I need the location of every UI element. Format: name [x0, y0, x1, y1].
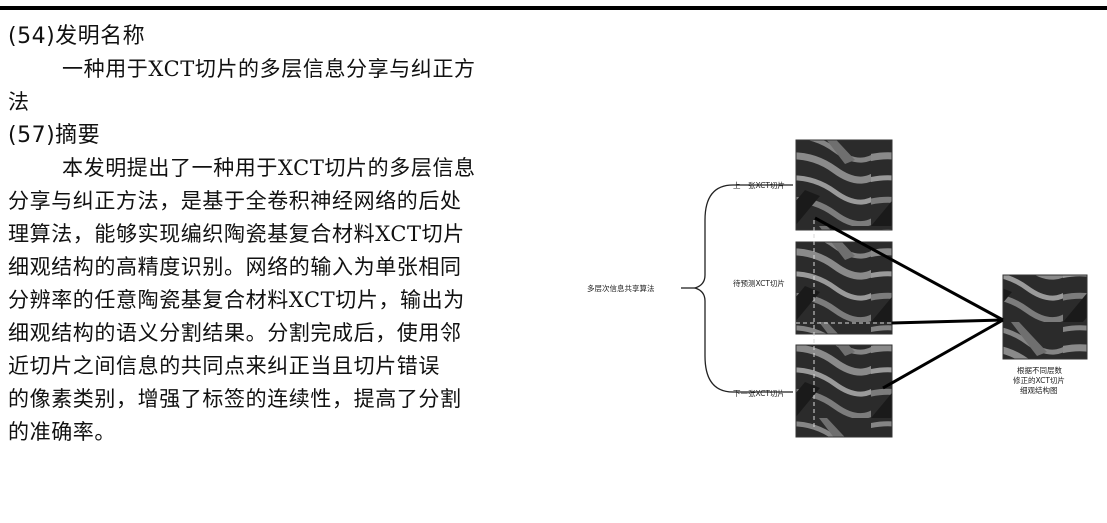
abstract-line: 近切片之间信息的共同点来纠正当且切片错误 — [8, 354, 440, 378]
abstract-line: 分辨率的任意陶瓷基复合材料XCT切片，输出为 — [8, 288, 465, 312]
abstract-line: 理算法，能够实现编织陶瓷基复合材料XCT切片 — [8, 222, 465, 246]
abstract-figure: 多层次信息共享算法 上一张XCT切片 待预测XCT切片 下一张XCT切片 根据不… — [587, 139, 1088, 438]
abstract-heading: (57)摘要 — [8, 123, 101, 148]
predict-slice-label: 待预测XCT切片 — [733, 278, 785, 288]
lower-to-result-line — [882, 318, 1004, 390]
result-label-line: 根据不同层数 — [1017, 365, 1062, 375]
grouping-bracket — [692, 184, 793, 393]
algorithm-label: 多层次信息共享算法 — [587, 283, 655, 293]
result-label-line: 修正的XCT切片 — [1013, 375, 1065, 385]
title-line: 法 — [8, 90, 30, 114]
abstract-text: 本发明提出了一种用于XCT切片的多层信息 分享与纠正方法，是基于全卷积神经网络的… — [8, 152, 548, 449]
abstract-line: 细观结构的高精度识别。网络的输入为单张相同 — [8, 255, 462, 279]
lower-slice-label: 下一张XCT切片 — [733, 388, 785, 398]
upper-slice-image — [795, 139, 893, 231]
result-slice-image — [1002, 274, 1088, 360]
abstract-line: 分享与纠正方法，是基于全卷积神经网络的后处 — [8, 189, 462, 213]
title-line: 一种用于XCT切片的多层信息分享与纠正方 — [62, 57, 476, 81]
invention-title: 一种用于XCT切片的多层信息分享与纠正方 法 — [8, 53, 548, 119]
upper-slice-label: 上一张XCT切片 — [733, 180, 785, 190]
predict-slice-image — [795, 241, 893, 335]
abstract-line: 的准确率。 — [8, 420, 116, 444]
abstract-line: 的像素类别，增强了标签的连续性，提高了分割 — [8, 387, 462, 411]
upper-to-result-line — [814, 216, 1004, 322]
result-label-line: 细观结构图 — [1020, 385, 1058, 395]
abstract-line: 本发明提出了一种用于XCT切片的多层信息 — [62, 156, 476, 180]
abstract-line: 细观结构的语义分割结果。分割完成后，使用邻 — [8, 321, 462, 345]
lower-slice-image — [795, 344, 893, 438]
top-rule — [0, 6, 1107, 10]
invention-title-heading: (54)发明名称 — [8, 24, 146, 49]
bibliographic-text: (54)发明名称 一种用于XCT切片的多层信息分享与纠正方 法 (57)摘要 本… — [8, 20, 548, 449]
predict-to-result-line — [891, 318, 1004, 325]
